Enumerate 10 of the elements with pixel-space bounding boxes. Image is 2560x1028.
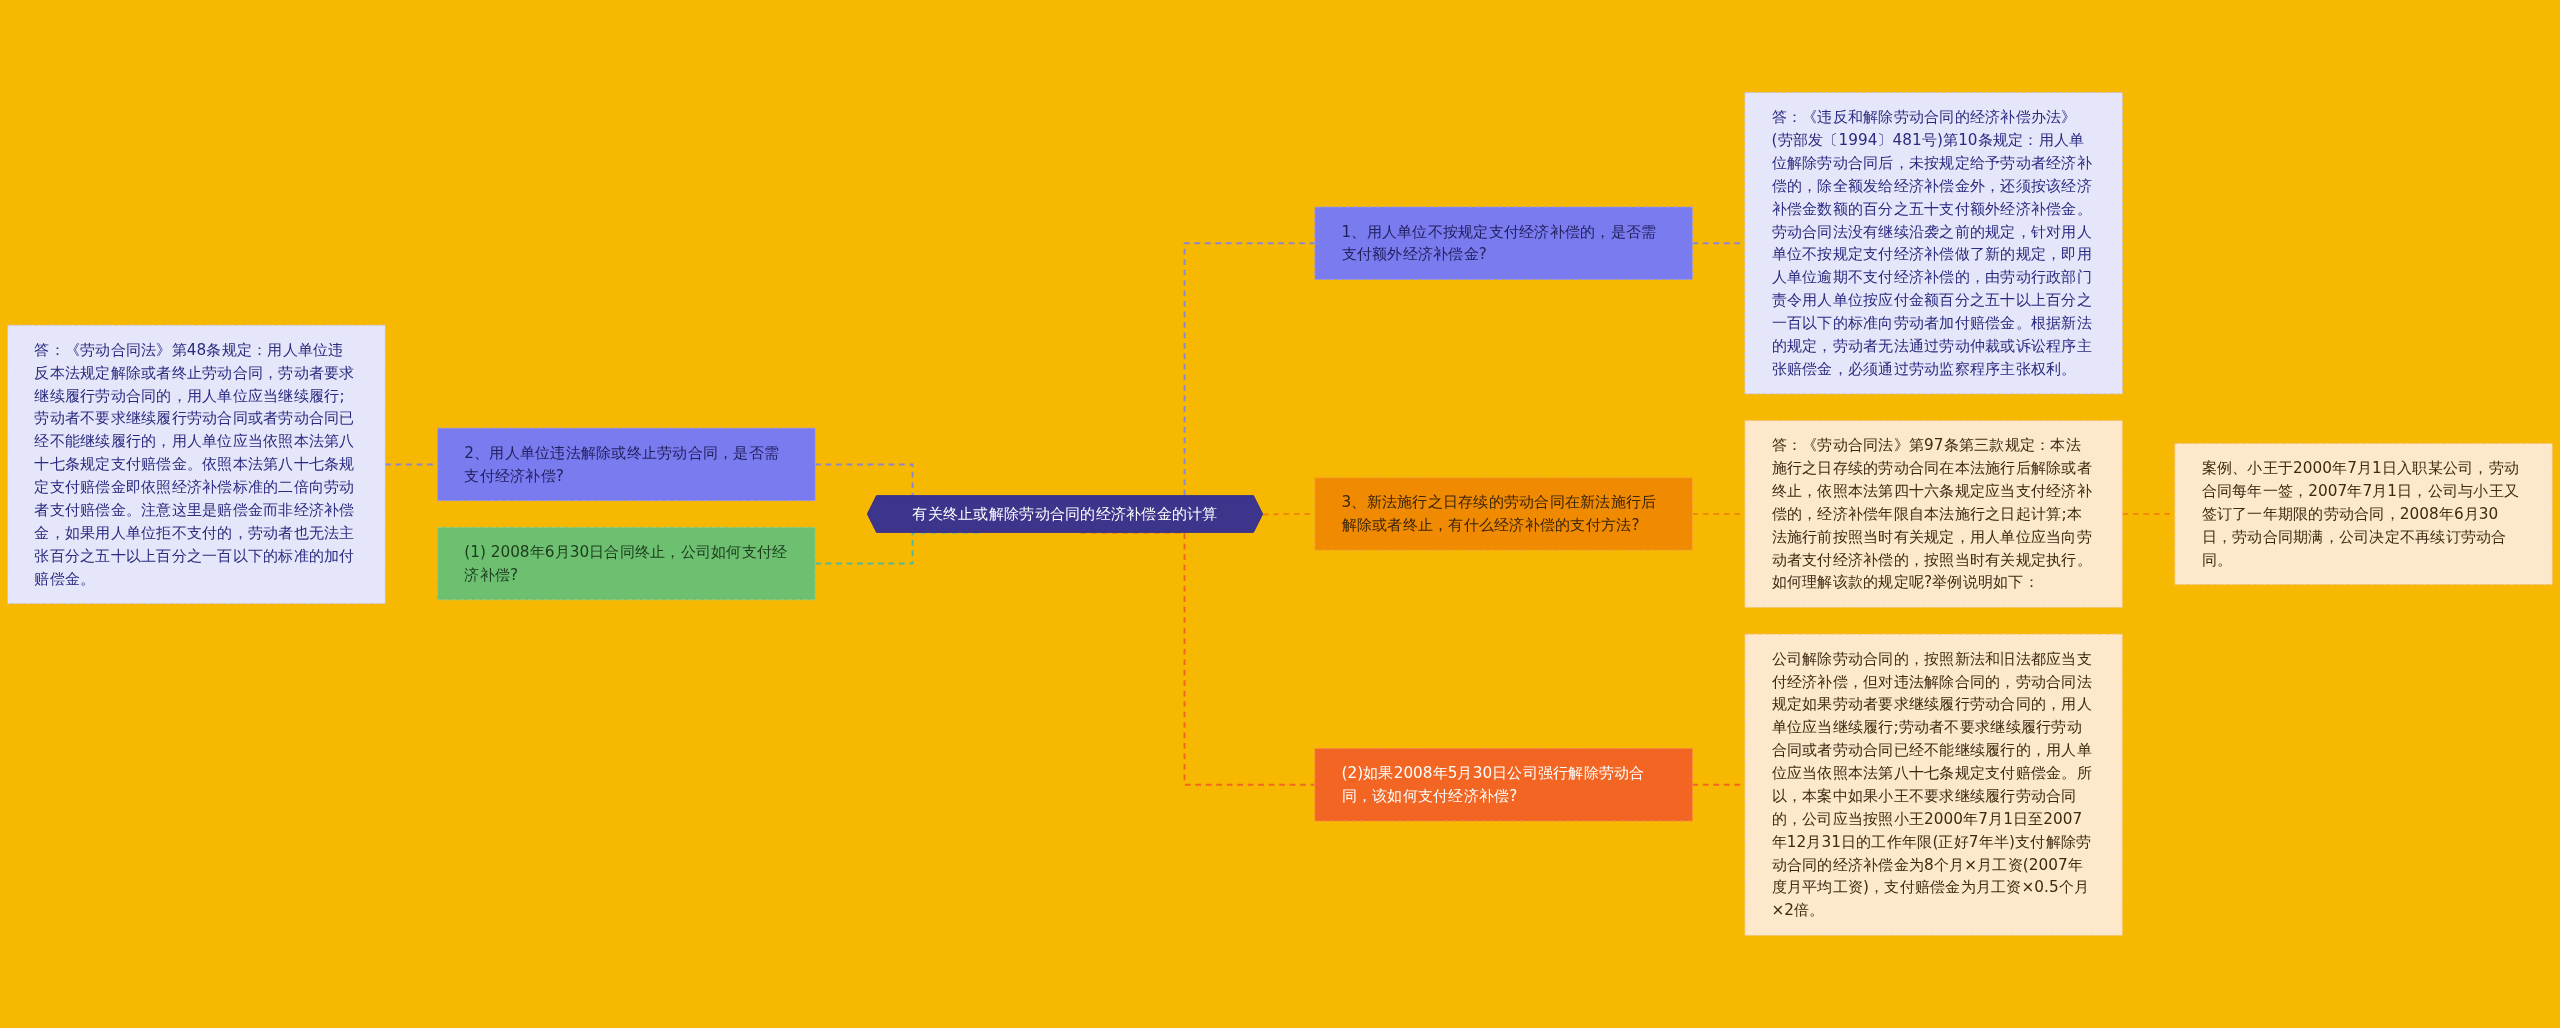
node-box: 公司解除劳动合同的，按照新法和旧法都应当支付经济补偿，但对违法解除合同的，劳动合同法规定如果劳动者要求继续履行劳动合同的，用人单位应当继续履行;劳动者不要求继续履行劳动合同或者劳动合同已经不能继续履行的，用人单位应当依照本法第八十七条规定支付赔偿金。所以，本案中如果小王不要求继续履行劳动合同的，公司应当按照小王2000年7月1日至2007年12月31日的工作年限(正好7年半)支付解除劳动合同的经济补偿金为8个月×月工资(2007年度月平均工资)，支付赔偿金为月工资×0.5个月×2倍。 xyxy=(1744,633,2123,936)
node-box: (2)如果2008年5月30日公司强行解除劳动合同，该如何支付经济补偿? xyxy=(1314,748,1693,822)
node-box: (1) 2008年6月30日合同终止，公司如何支付经济补偿? xyxy=(437,526,816,601)
node-box: 答：《劳动合同法》第48条规定：用人单位违反本法规定解除或者终止劳动合同，劳动者要求继续履行劳动合同的，用人单位应当继续履行;劳动者不要求继续履行劳动合同或者劳动合同已经不能继续履行的，用人单位应当依照本法第八十七条规定支付赔偿金。依照本法第八十七条规定支付赔偿金即依照经济补偿标准的二倍向劳动者支付赔偿金。注意这里是赔偿金而非经济补偿金，如果用人单位拒不支付的，劳动者也无法主张百分之五十以上百分之一百以下的标准的加付赔偿金。 xyxy=(7,324,386,605)
node-box: 1、用人单位不按规定支付经济补偿的，是否需支付额外经济补偿金? xyxy=(1314,206,1693,280)
node-box: 答：《违反和解除劳动合同的经济补偿办法》(劳部发〔1994〕481号)第10条规定：用人单位解除劳动合同后，未按规定给予劳动者经济补偿的，除全额发给经济补偿金外，还须按该经济补偿金数额的百分之五十支付额外经济补偿金。劳动合同法没有继续沿袭之前的规定，针对用人单位不按规定支付经济补偿做了新的规定，即用人单位逾期不支付经济补偿的，由劳动行政部门责令用人单位按应付金额百分之五十以上百分之一百以下的标准向劳动者加付赔偿金。根据新法的规定，劳动者无法通过劳动仲裁或诉讼程序主张赔偿金，必须通过劳动监察程序主张权利。 xyxy=(1744,92,2123,395)
node-box: 2、用人单位违法解除或终止劳动合同，是否需支付经济补偿? xyxy=(437,427,816,502)
node-box: 案例、小王于2000年7月1日入职某公司，劳动合同每年一签，2007年7月1日，公司与小王又签订了一年期限的劳动合同，2008年6月30日，劳动合同期满，公司决定不再续订劳动合同。 xyxy=(2174,442,2553,586)
node-box: 3、新法施行之日存续的劳动合同在新法施行后解除或者终止，有什么经济补偿的支付方法? xyxy=(1314,477,1693,551)
node-box: 答：《劳动合同法》第97条第三款规定：本法施行之日存续的劳动合同在本法施行后解除或者终止，依照本法第四十六条规定应当支付经济补偿的，经济补偿年限自本法施行之日起计算;本法施行前按照当时有关规定，用人单位应当向劳动者支付经济补偿的，按照当时有关规定执行。如何理解该款的规定呢?举例说明如下： xyxy=(1744,420,2123,608)
